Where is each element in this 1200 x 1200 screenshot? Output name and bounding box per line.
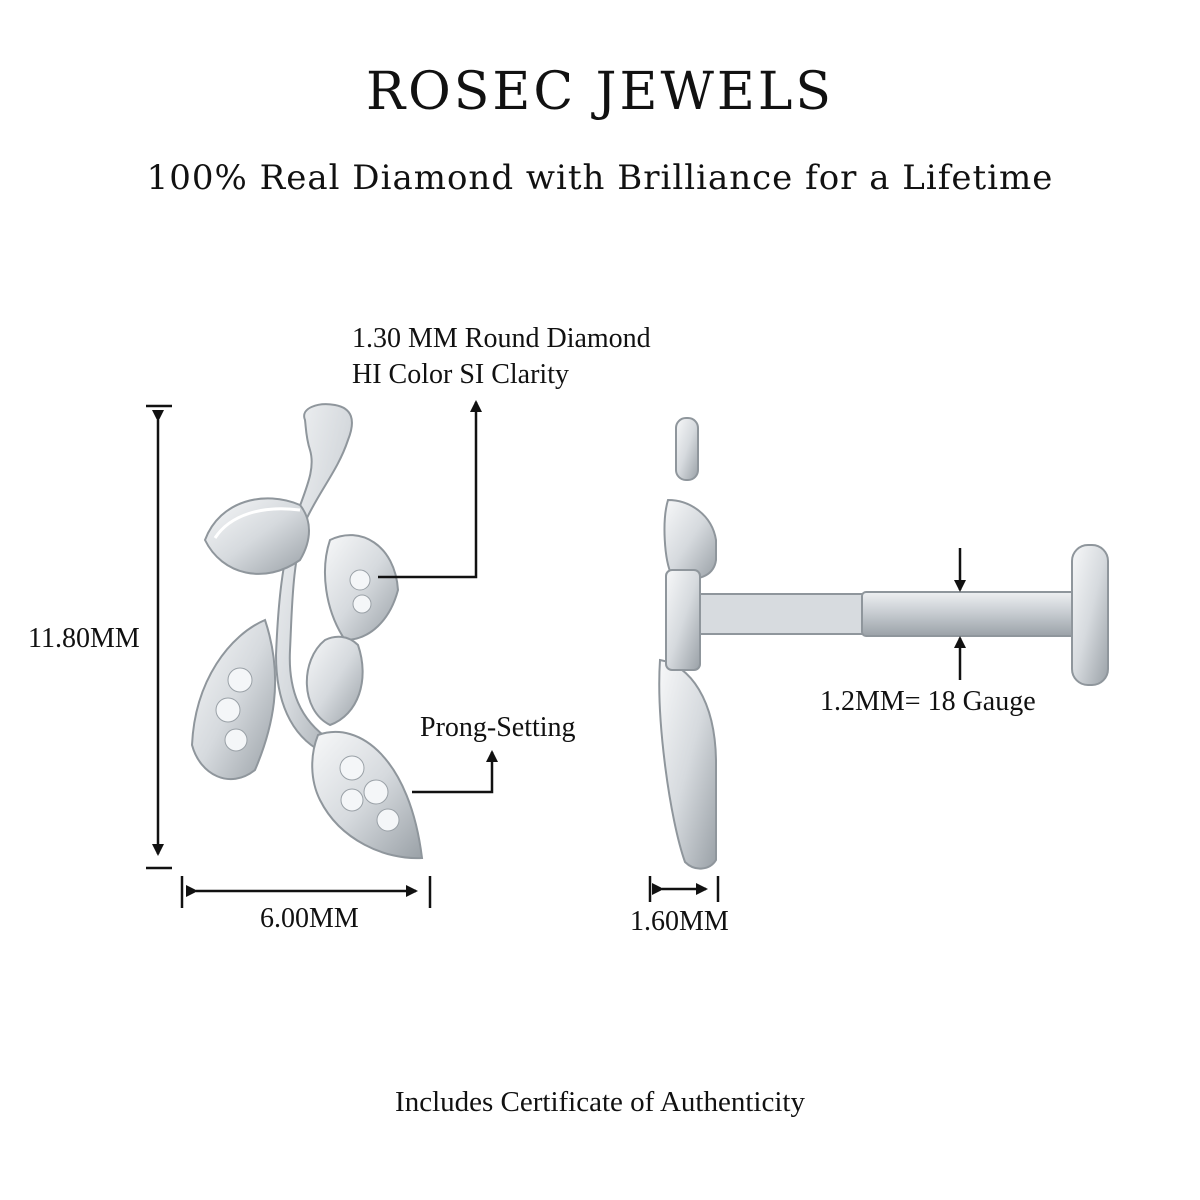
width-dimension	[180, 876, 432, 908]
labret-bar	[861, 591, 1078, 637]
diamond-stone	[363, 779, 389, 805]
prong-setting-label: Prong-Setting	[420, 712, 576, 743]
diamond-spec-line2: HI Color SI Clarity	[352, 359, 569, 390]
prong-callout-leader	[412, 750, 498, 794]
width-label: 6.00MM	[260, 903, 359, 934]
diamond-callout-leader	[378, 400, 482, 579]
diamond-spec-line1: 1.30 MM Round Diamond	[352, 323, 651, 354]
earring-stem	[274, 403, 353, 754]
height-label: 11.80MM	[28, 623, 140, 654]
thickness-label: 1.60MM	[630, 906, 729, 937]
diamond-stone	[339, 755, 365, 781]
tagline: 100% Real Diamond with Brilliance for a …	[146, 158, 1054, 198]
labret-disc	[1071, 544, 1109, 686]
diamond-stone	[224, 728, 248, 752]
diamond-stone	[349, 569, 371, 591]
diamond-stone	[340, 788, 364, 812]
thickness-dimension	[648, 876, 720, 902]
diamond-stone	[376, 808, 400, 832]
diamond-stone	[227, 667, 253, 693]
threaded-post	[699, 593, 866, 635]
labret-side-view	[658, 417, 1109, 870]
diamond-stone	[352, 594, 372, 614]
gauge-label: 1.2MM= 18 Gauge	[820, 686, 1036, 717]
profile-lower	[658, 658, 717, 870]
certificate-note: Includes Certificate of Authenticity	[395, 1086, 805, 1118]
leaf-plain-top	[203, 497, 310, 575]
leaf-earring-front-view	[190, 403, 424, 860]
leaf-plain-middle	[305, 635, 364, 727]
profile-top-tab	[675, 417, 699, 481]
height-dimension	[146, 404, 172, 870]
brand-title: ROSEC JEWELS	[365, 62, 835, 122]
profile-upper	[663, 498, 717, 580]
profile-backing	[665, 569, 701, 671]
diamond-stone	[215, 697, 241, 723]
